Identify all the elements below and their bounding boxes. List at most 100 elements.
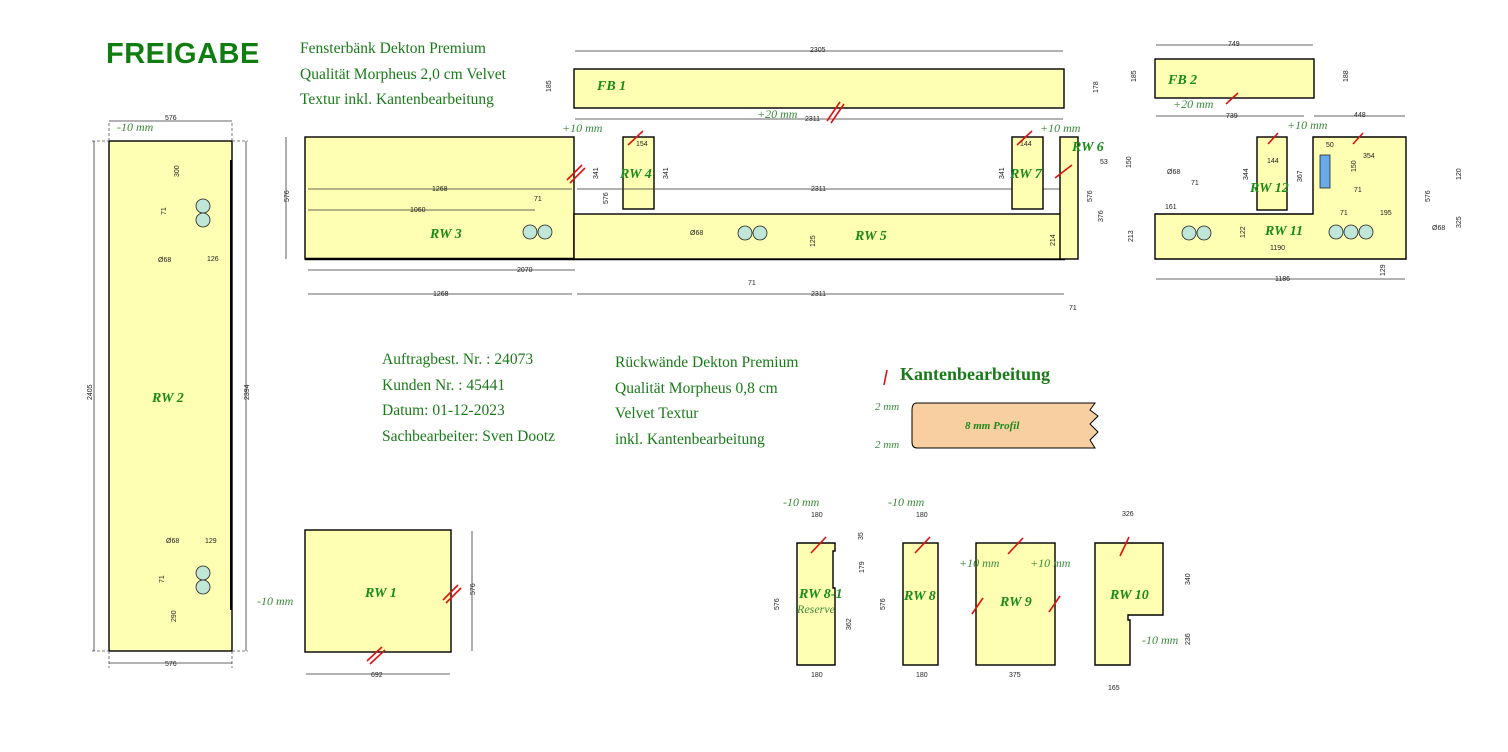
panel-label: RW 2 — [151, 391, 184, 406]
dim-text: 576 — [880, 598, 887, 610]
approval-title: FREIGABE — [106, 38, 260, 70]
socket-cutout-icon — [1181, 225, 1197, 241]
dim-text: 122 — [1240, 226, 1247, 238]
socket-cutout-icon — [1196, 225, 1212, 241]
dim-text: 576 — [1087, 190, 1094, 202]
panel-rw4: 154 341 341 576 212 RW 4 — [593, 130, 670, 243]
socket-cutout-icon — [1358, 224, 1374, 240]
dim-text: 185 — [546, 80, 553, 92]
panel-rw12-shape — [1256, 136, 1288, 211]
edge-finish-mark — [566, 164, 586, 184]
dim-text: 144 — [1020, 141, 1032, 148]
dim-text: 576 — [165, 115, 177, 122]
dim-text: 154 — [636, 141, 648, 148]
panel-rw8: 180 180 576 -10 mm RW 8 — [880, 495, 939, 679]
panel-rw5: 2311 Ø68 125 71 2311 214 RW 5 — [573, 186, 1066, 298]
edge-profile-legend: 2 mm 2 mm 8 mm Profil — [875, 369, 1099, 451]
edge-finish-mark — [1007, 537, 1024, 555]
panel-fb2-shape — [1154, 58, 1315, 99]
dim-text: 125 — [810, 235, 817, 247]
profile-top-label: 2 mm — [875, 401, 899, 413]
legend-title: Kantenbearbeitung — [900, 364, 1051, 384]
dim-text: 35 — [858, 532, 865, 540]
spec-line: Qualität Morpheus 0,8 cm — [615, 379, 778, 397]
profile-label: 8 mm Profil — [965, 420, 1020, 432]
dim-text: 1190 — [1270, 245, 1285, 252]
dim-text: 129 — [205, 538, 217, 545]
dim-text: 71 — [1069, 305, 1077, 312]
panel-fb1-shape — [573, 68, 1065, 109]
dim-text: 2405 — [87, 384, 94, 400]
panel-rw8-shape — [902, 542, 939, 666]
offset-note: +10 mm — [959, 556, 1000, 570]
dim-text: 71 — [534, 196, 542, 203]
panel-label: RW 5 — [854, 229, 887, 244]
panel-rw12: 144 344 367 RW 12 — [1243, 132, 1304, 211]
panel-rw4-shape — [622, 136, 655, 210]
order-number: Auftragbest. Nr. : 24073 — [382, 351, 534, 368]
spec-line: inkl. Kantenbearbeitung — [615, 430, 765, 448]
panel-label: RW 7 — [1009, 167, 1043, 182]
panel-rw1: 692 576 -10 mm RW 1 — [257, 529, 477, 679]
socket-cutout-icon — [737, 225, 753, 241]
panel-rw6: RW 6 53 150 576 376 71 — [1054, 136, 1133, 312]
edge-finish-mark — [1352, 132, 1364, 145]
dim-text: 71 — [161, 207, 168, 215]
spec-line: Textur inkl. Kantenbearbeitung — [300, 91, 494, 108]
spec-line: Qualität Morpheus 2,0 cm Velvet — [300, 65, 506, 83]
dim-text: 2070 — [517, 267, 533, 274]
dim-text: 362 — [846, 618, 853, 630]
socket-cutout-icon — [752, 225, 768, 241]
dim-text: 53 — [1100, 159, 1108, 166]
dim-text: 126 — [207, 256, 219, 263]
dim-text: 290 — [171, 610, 178, 622]
panel-label: RW 10 — [1109, 588, 1149, 603]
dim-text: 576 — [165, 661, 177, 668]
panel-label: RW 1 — [364, 586, 397, 601]
dim-text: 340 — [1185, 573, 1192, 585]
offset-note: +20 mm — [757, 107, 798, 121]
dim-text: 165 — [1108, 685, 1120, 692]
edge-finish-mark — [971, 597, 984, 615]
socket-cutout-icon — [195, 579, 211, 595]
dim-text: 300 — [174, 165, 181, 177]
dim-text: 341 — [593, 167, 600, 179]
edge-finish-mark — [627, 130, 644, 146]
panel-label: FB 2 — [1167, 73, 1197, 88]
panel-label: RW 6 — [1071, 140, 1104, 155]
offset-note: +10 mm — [1287, 118, 1328, 132]
dim-text: 180 — [916, 512, 928, 519]
dim-text: 2311 — [811, 186, 826, 193]
backwall-spec: Rückwände Dekton Premium Qualität Morphe… — [615, 350, 798, 452]
dim-text: 161 — [1165, 204, 1177, 211]
dim-text: 367 — [1297, 170, 1304, 182]
dim-extension — [92, 123, 248, 668]
offset-note: +10 mm — [562, 121, 603, 135]
dim-text: 325 — [1456, 216, 1463, 228]
edge-finish-mark — [1016, 130, 1033, 146]
panel-rw11: 739 448 Ø68 71 161 213 122 1190 1186 129… — [1128, 112, 1463, 283]
panel-fb1: 2305 2311 185 178 FB 1 +20 mm — [546, 47, 1100, 124]
panel-rw5-shape — [573, 213, 1066, 260]
panel-label: RW 3 — [429, 227, 462, 242]
socket-blue-cutout — [1319, 154, 1331, 189]
panel-rw10-shape — [1094, 542, 1164, 666]
dim-text: 71 — [748, 280, 756, 287]
dim-text: 1186 — [1275, 276, 1290, 283]
edge-finish-mark — [366, 646, 386, 665]
dim-text: 344 — [1243, 168, 1250, 180]
panel-fb2: 749 185 188 FB 2 +20 mm — [1131, 41, 1350, 111]
windowsill-spec: Fensterbänk Dekton Premium Qualität Morp… — [300, 36, 506, 113]
dim-text: 739 — [1226, 113, 1238, 120]
edge-finish-mark — [1119, 536, 1130, 557]
socket-group — [195, 198, 211, 595]
dim-text: 185 — [1131, 70, 1138, 82]
dim-text: 50 — [1326, 142, 1334, 149]
dim-text: 2394 — [244, 384, 251, 400]
edge-finish-mark — [1225, 92, 1239, 105]
dim-text: 179 — [859, 561, 866, 573]
panel-rw7: 144 341 RW 7 +10 mm — [999, 121, 1081, 210]
offset-note: -10 mm — [257, 594, 294, 608]
date: Datum: 01-12-2023 — [382, 402, 505, 419]
